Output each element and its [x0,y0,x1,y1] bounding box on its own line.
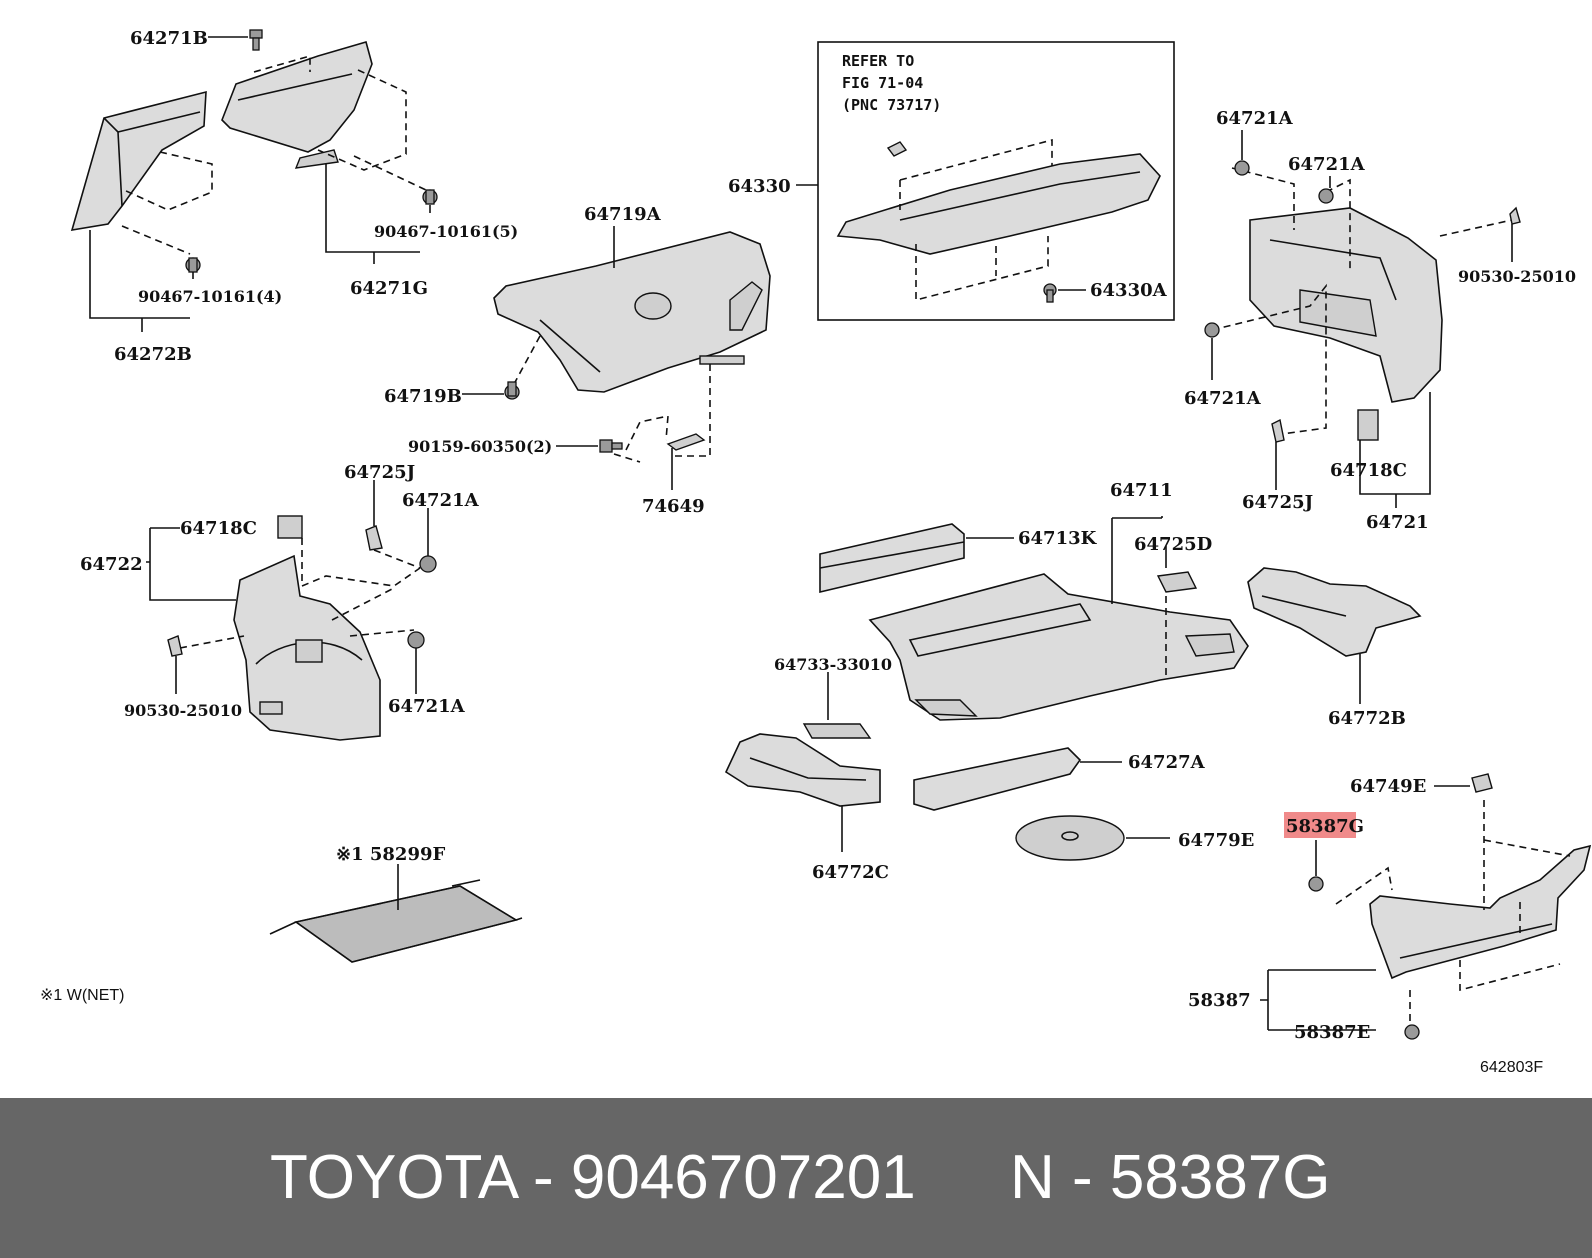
clip-58387E-icon [1404,1024,1420,1040]
part-64713K-bracket [819,523,965,594]
clip-64718C-icon [1357,409,1379,441]
label-64725J-left: 64725J [344,462,415,483]
part-64727A-bracket [913,747,1082,811]
part-64271G-trim-panel [221,41,373,169]
label-64721A-mid: 64721A [1184,388,1262,409]
label-64713K: 64713K [1018,528,1098,549]
label-64721: 64721 [1366,512,1429,533]
part-64330-shelf [836,153,1161,255]
footer-bar: TOYOTA - 9046707201 N - 58387G [0,1098,1592,1258]
label-90467-10161-5: 90467-10161(5) [374,222,518,241]
net-note: ※1 W(NET) [40,987,125,1004]
label-64718C-left: 64718C [180,518,257,539]
clip-64718C-icon [277,515,303,539]
refer-line-2: FIG 71-04 [842,74,923,92]
label-64725D: 64725D [1134,534,1212,555]
part-64779E-disc [1015,815,1125,861]
clip-64719B-icon [504,381,520,400]
clip-64721A-icon [419,555,437,573]
label-64711: 64711 [1110,480,1173,501]
clip-64721A-icon [1204,322,1220,338]
label-64719A: 64719A [584,204,662,225]
part-64772B-box [1247,567,1422,657]
label-90159-60350: 90159-60350(2) [408,437,552,456]
part-64711-floor [868,573,1249,721]
highlight-58387G [1284,812,1356,838]
clip-58387G-icon [1308,876,1324,892]
diagram-code: 642803F [1480,1059,1543,1076]
clip-64721A-icon [1318,188,1334,204]
clip-64725J-icon [365,525,383,551]
bracket-74649-icon [666,433,706,451]
label-64733-33010: 64733-33010 [774,655,892,674]
label-64330: 64330 [728,176,791,197]
parts-diagram: 64271B 64272B 90467-10161(4) 90467-10161… [40,28,1592,1076]
label-64727A: 64727A [1128,752,1206,773]
footer-part-number: TOYOTA - 9046707201 [270,1143,916,1212]
clip-64725J-icon [1271,418,1285,443]
clip-90467-icon [185,257,201,273]
label-64721A-left2: 64721A [388,696,466,717]
label-90530-25010-left: 90530-25010 [124,701,242,720]
label-64721A-top2: 64721A [1288,154,1366,175]
label-64772C: 64772C [812,862,889,883]
clip-64721A-icon [407,631,425,649]
refer-line-3: (PNC 73717) [842,96,941,114]
label-64725J-right: 64725J [1242,492,1313,513]
label-58387E: 58387E [1294,1022,1370,1043]
label-64749E: 64749E [1350,776,1426,797]
part-64721-side-trim [1249,207,1443,403]
label-64721A-top: 64721A [1216,108,1294,129]
clip-90467-5-icon [422,189,438,205]
clip-64725D-icon [1156,571,1198,593]
label-64719B: 64719B [384,386,462,407]
label-64330A: 64330A [1090,280,1168,301]
clip-90530-icon [167,635,183,657]
label-64271B: 64271B [130,28,208,49]
part-64719A-panel [493,231,771,393]
clip-64749E-icon [1471,773,1493,793]
bolt-90159-icon [599,439,623,453]
label-64772B: 64772B [1328,708,1406,729]
clip-64330A-icon [1043,283,1057,303]
label-64272B: 64272B [114,344,192,365]
clip-64721A-icon [1234,160,1250,176]
label-58387: 58387 [1188,990,1251,1011]
clip-73717-icon [886,141,908,157]
part-64722-side-trim [233,554,381,741]
footer-diagram-ref: N - 58387G [1010,1143,1331,1212]
refer-line-1: REFER TO [842,52,914,70]
part-58387-sill-trim [1369,844,1592,980]
clip-64271B-icon [249,29,263,51]
label-64722: 64722 [80,554,143,575]
part-64272B-trim-panel [70,90,207,231]
label-58387G: 58387G [1286,816,1364,837]
label-64271G: 64271G [350,278,428,299]
refer-box [817,41,1175,321]
label-64779E: 64779E [1178,830,1254,851]
part-64772C-box [724,733,881,807]
label-90467-10161-4: 90467-10161(4) [138,287,282,306]
label-90530-25010-right: 90530-25010 [1458,267,1576,286]
label-74649: 74649 [642,496,705,517]
label-58299F: ※1 58299F [336,844,445,865]
label-64721A-left: 64721A [402,490,480,511]
label-64733-sticker [802,723,872,739]
part-58299F-net [269,879,523,963]
label-64718C-right: 64718C [1330,460,1407,481]
clip-90530-icon [1509,206,1521,225]
